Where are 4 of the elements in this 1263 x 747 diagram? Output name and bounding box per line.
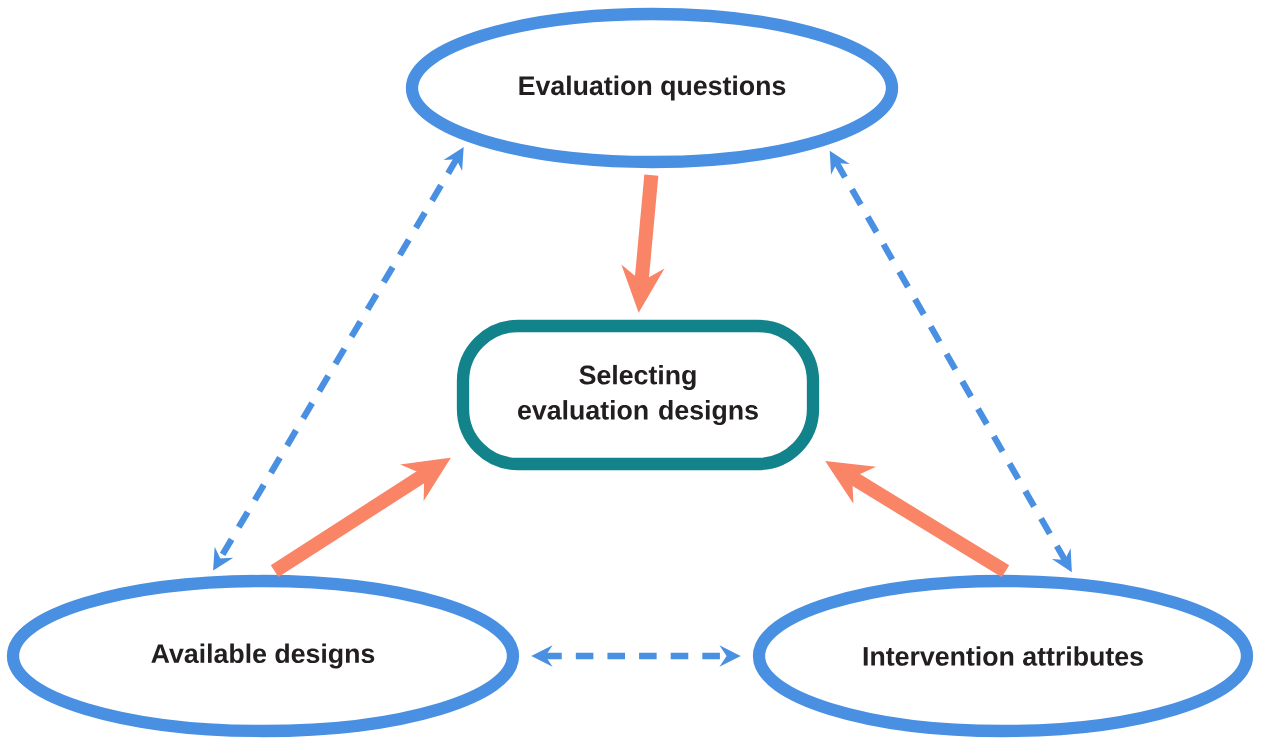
ellipse-node: Evaluation questions — [405, 7, 899, 169]
rounded-box: Selecting evaluation designs — [456, 319, 820, 471]
ellipse-node: Intervention attributes — [752, 574, 1254, 738]
ellipse-node: Available designs — [6, 574, 520, 738]
